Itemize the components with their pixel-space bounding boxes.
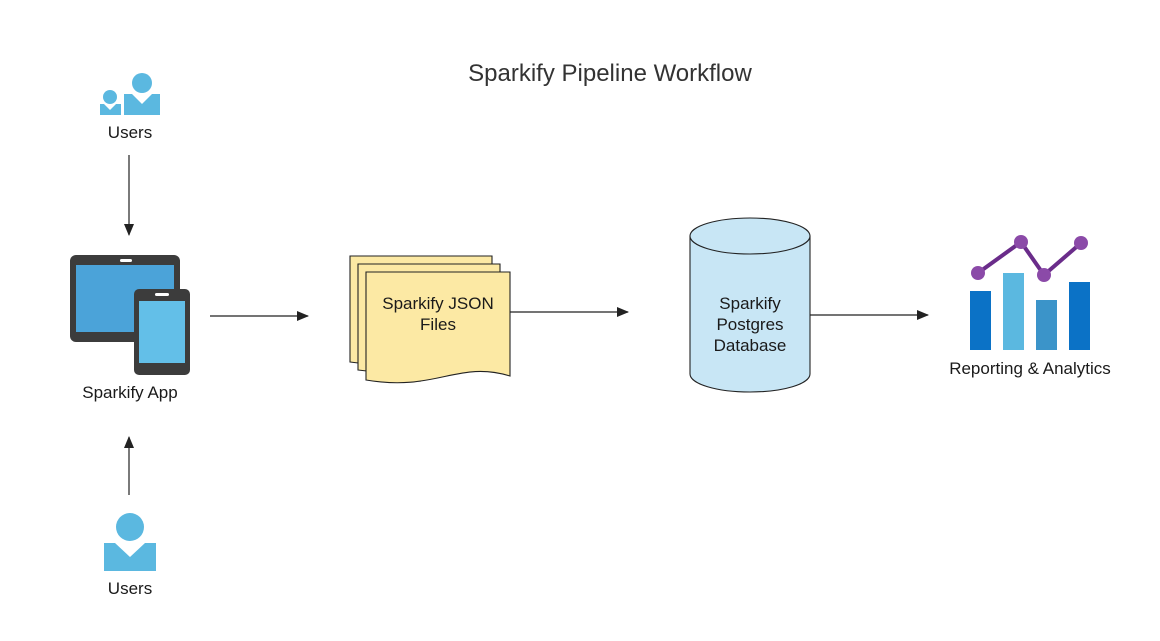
users-top-label: Users (107, 123, 153, 142)
database-line2: Postgres (716, 315, 784, 334)
json-files-line2: Files (420, 315, 456, 334)
users-group-icon (100, 73, 160, 115)
json-files-label: Sparkify JSON Files (366, 293, 510, 335)
analytics-label: Reporting & Analytics (949, 359, 1111, 378)
database-line1: Sparkify (719, 294, 781, 313)
users-bottom-label: Users (107, 579, 153, 598)
bar-line-chart-icon (970, 235, 1090, 350)
json-files-line1: Sparkify JSON (382, 294, 494, 313)
database-cylinder-icon (689, 217, 811, 393)
database-line3: Database (713, 336, 787, 355)
app-label: Sparkify App (82, 383, 178, 402)
document-stack-icon (349, 255, 511, 384)
user-icon (104, 513, 156, 571)
database-label: Sparkify Postgres Database (690, 293, 810, 356)
diagram-title: Sparkify Pipeline Workflow (468, 60, 752, 87)
tablet-phone-icon (70, 255, 190, 375)
